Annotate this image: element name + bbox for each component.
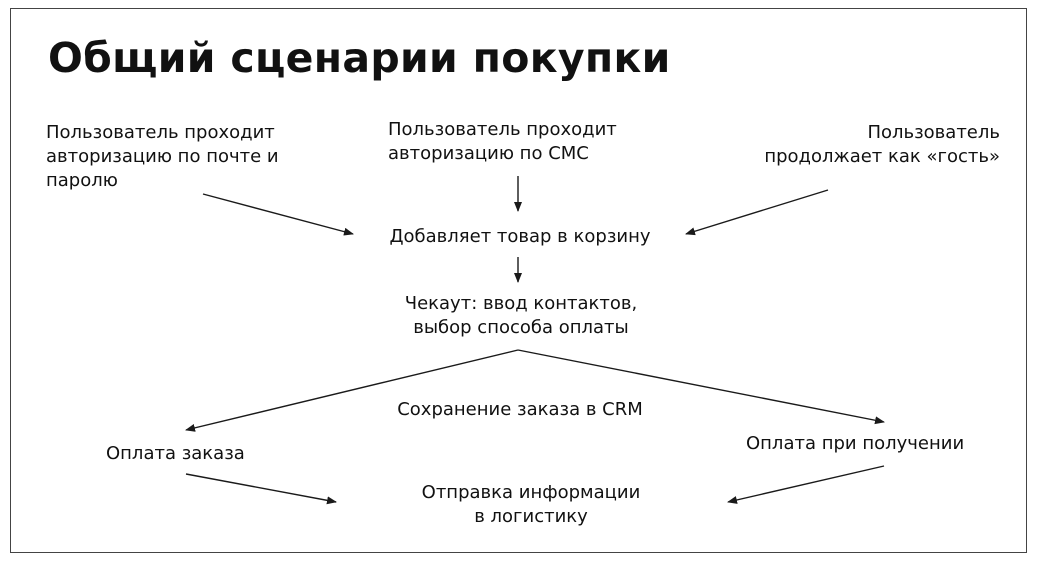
node-text-line: Чекаут: ввод контактов, (404, 293, 638, 314)
diagram-frame (10, 8, 1027, 553)
node-save-crm: Сохранение заказа в CRM (370, 398, 670, 422)
node-text-line: Сохранение заказа в CRM (397, 399, 643, 420)
node-text-line: Пользователь проходит (46, 122, 275, 143)
node-text-line: паролю (46, 170, 118, 191)
node-text-line: Отправка информации (421, 482, 641, 503)
node-add-to-cart: Добавляет товар в корзину (360, 225, 680, 249)
node-pay-order: Оплата заказа (106, 442, 286, 466)
node-guest: Пользователь продолжает как «гость» (730, 121, 1000, 169)
node-text-line: Пользователь (867, 122, 1000, 143)
node-text-line: Пользователь проходит (388, 119, 617, 140)
node-text-line: Оплата при получении (746, 433, 965, 454)
node-auth-email: Пользователь проходит авторизацию по поч… (46, 121, 306, 193)
node-logistics: Отправка информации в логистику (396, 481, 666, 529)
diagram-title: Общий сценарии покупки (48, 34, 671, 82)
node-text-line: авторизацию по СМС (388, 143, 589, 164)
node-text-line: продолжает как «гость» (764, 146, 1000, 167)
node-text-line: авторизацию по почте и (46, 146, 279, 167)
node-text-line: выбор способа оплаты (413, 317, 629, 338)
node-text-line: Добавляет товар в корзину (389, 226, 651, 247)
node-auth-sms: Пользователь проходит авторизацию по СМС (388, 118, 650, 166)
node-pay-on-delivery: Оплата при получении (746, 432, 1026, 456)
node-text-line: Оплата заказа (106, 443, 245, 464)
node-checkout: Чекаут: ввод контактов, выбор способа оп… (390, 292, 652, 340)
node-text-line: в логистику (474, 506, 588, 527)
